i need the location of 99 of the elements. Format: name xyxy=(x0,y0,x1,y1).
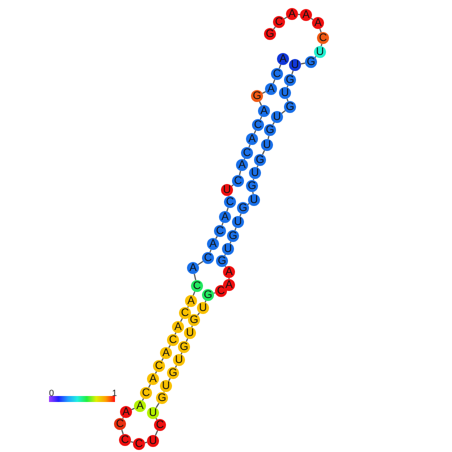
backbone-line xyxy=(168,378,171,381)
base-letter: U xyxy=(316,46,324,58)
base-letter: G xyxy=(204,290,212,300)
backbone-line xyxy=(224,266,226,268)
base-letter: G xyxy=(286,102,294,112)
base-letter: C xyxy=(155,360,163,372)
base-letter: C xyxy=(181,308,189,318)
backbone-line xyxy=(168,345,171,348)
base-letter: G xyxy=(266,28,274,40)
base-letter: G xyxy=(248,180,256,192)
backbone-line xyxy=(320,44,322,46)
base-letter: G xyxy=(168,368,178,378)
base-letter: G xyxy=(190,314,198,326)
backbone-line xyxy=(238,170,242,176)
base-letter: C xyxy=(204,252,212,264)
base-letter: U xyxy=(186,328,194,338)
base-letter: A xyxy=(302,10,310,20)
base-letter: G xyxy=(286,74,294,86)
base-letter: G xyxy=(180,342,188,352)
backbone-line xyxy=(161,358,164,361)
base-letter: A xyxy=(267,84,275,94)
base-letter: A xyxy=(189,262,197,274)
base-letter: C xyxy=(116,418,124,430)
base-letter: C xyxy=(193,280,201,292)
base-letter: C xyxy=(226,196,234,208)
base-letter: U xyxy=(263,140,271,150)
backbone-line xyxy=(300,62,306,64)
backbone-line xyxy=(187,306,189,308)
base-letter: A xyxy=(209,238,217,250)
base-letter: G xyxy=(228,230,238,242)
base-letter: A xyxy=(279,54,287,64)
base-letter: C xyxy=(243,148,251,158)
base-letter: A xyxy=(174,322,182,332)
backbone-line xyxy=(314,56,316,58)
base-letter: C xyxy=(254,120,262,130)
base-letter: G xyxy=(238,202,248,214)
base-letter: C xyxy=(273,68,281,80)
base-letter: A xyxy=(238,160,246,170)
backbone-line xyxy=(259,101,262,106)
backbone-line xyxy=(144,442,148,444)
base-letter: A xyxy=(288,8,296,20)
base-letter: U xyxy=(149,436,157,446)
backbone-line xyxy=(191,326,193,328)
base-letter: A xyxy=(122,406,130,418)
backbone-line xyxy=(194,274,196,280)
base-letter: A xyxy=(225,280,233,290)
backbone-line xyxy=(262,150,265,155)
base-letter: A xyxy=(136,400,144,412)
base-letter: G xyxy=(266,124,274,136)
backbone-line xyxy=(272,122,275,125)
base-letter: U xyxy=(175,354,183,366)
base-letter: G xyxy=(252,90,262,102)
backbone-line xyxy=(228,278,230,279)
base-letter: A xyxy=(248,134,256,144)
backbone-line xyxy=(281,110,286,114)
base-letter: C xyxy=(216,226,224,236)
base-letter: A xyxy=(221,212,229,222)
backbone-line xyxy=(154,430,158,436)
base-letter: C xyxy=(217,286,225,296)
base-letter: A xyxy=(162,348,170,358)
base-letter: U xyxy=(223,184,231,196)
base-letter: C xyxy=(156,420,164,430)
scale-label: 0 xyxy=(49,389,54,398)
base-letter: A xyxy=(149,374,157,384)
base-letter: A xyxy=(314,18,322,28)
base-letter: C xyxy=(275,16,283,28)
base-letter: G xyxy=(256,154,264,166)
backbone-line xyxy=(268,136,270,140)
base-letter: C xyxy=(234,176,242,186)
backbone-line xyxy=(215,236,218,239)
base-letter: U xyxy=(281,88,289,98)
base-letter: G xyxy=(218,256,226,266)
backbone-line xyxy=(154,371,158,374)
base-letter: U xyxy=(291,60,299,70)
base-letter: U xyxy=(199,302,207,314)
backbone-line xyxy=(174,365,178,368)
base-letter: C xyxy=(121,434,129,446)
backbone-line xyxy=(156,402,160,408)
base-letter: C xyxy=(135,438,143,450)
backbone-line xyxy=(252,178,254,180)
base-letter: U xyxy=(250,194,258,206)
scale-label: 1 xyxy=(112,389,118,398)
backbone-line xyxy=(122,417,124,419)
base-letter: A xyxy=(225,266,233,278)
base-letter: U xyxy=(251,168,259,178)
backbone-line xyxy=(142,398,144,401)
base-letter: U xyxy=(234,216,242,228)
backbone-line xyxy=(224,254,226,256)
base-letter: U xyxy=(149,408,157,418)
base-letter: A xyxy=(260,106,268,116)
base-letter: G xyxy=(158,392,166,404)
base-letter: C xyxy=(169,334,177,346)
base-letter: A xyxy=(187,296,195,306)
base-letter: U xyxy=(162,380,170,392)
base-letter: G xyxy=(306,56,316,68)
base-letter: C xyxy=(142,388,150,398)
base-letter: U xyxy=(273,112,281,122)
base-letter: C xyxy=(319,32,327,44)
base-letter: U xyxy=(224,244,232,254)
